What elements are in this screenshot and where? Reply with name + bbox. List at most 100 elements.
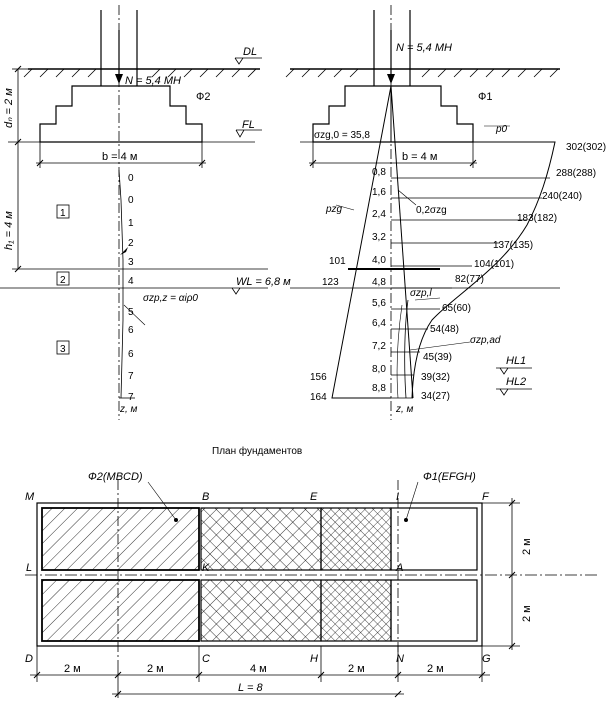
svg-text:0: 0: [128, 173, 134, 184]
svg-text:I: I: [396, 491, 399, 503]
svg-text:6: 6: [128, 325, 134, 336]
szp-epure: [390, 86, 556, 399]
f1-mid-bottom: [200, 579, 322, 642]
svg-text:1: 1: [128, 218, 134, 229]
svg-text:6: 6: [128, 349, 134, 360]
svg-text:104(101): 104(101): [474, 259, 514, 270]
svg-text:2,4: 2,4: [372, 209, 386, 220]
f2-bottom: [41, 579, 200, 642]
epure-left: [118, 169, 124, 399]
svg-text:N: N: [396, 653, 404, 665]
depth-values-right: 0,8 1,6 2,4 3,2 4,0 4,8 5,6 6,4 7,2 8,0 …: [372, 167, 386, 394]
svg-text:4: 4: [128, 276, 134, 287]
svg-text:2 м: 2 м: [427, 663, 444, 675]
svg-text:1,6: 1,6: [372, 187, 386, 198]
dl-label: DL: [243, 46, 257, 58]
svg-text:2 м: 2 м: [348, 663, 365, 675]
width-label-right: b = 4 м: [402, 151, 437, 163]
svg-text:5: 5: [128, 307, 134, 318]
svg-text:7: 7: [128, 371, 134, 382]
ground-hatch-left: [23, 68, 257, 78]
wl-label: WL = 6,8 м: [236, 276, 291, 288]
f2-top: [41, 507, 200, 571]
sigma-zg0-label: σzg,0 = 35,8: [314, 130, 370, 141]
pzg-label: pzg: [325, 204, 343, 215]
z-label-left: z, м: [119, 404, 138, 415]
f2-label: Ф2(MBCD): [88, 471, 143, 483]
svg-text:K: K: [202, 562, 210, 574]
f1-right-bottom: [390, 579, 478, 642]
right-section: [285, 5, 560, 420]
right-dim-bottom: 2 м: [521, 605, 533, 622]
column-left: [100, 10, 138, 86]
depth-ticks-left: 0 0 1 2 3 4 5 6 6 7 7: [128, 173, 134, 403]
sigma-zpl-label: σzp,l: [410, 288, 432, 299]
plan-title: План фундаментов: [212, 445, 302, 457]
layer-number-2: 2: [60, 275, 66, 286]
f1-overlap-bottom: [320, 579, 392, 642]
svg-text:7: 7: [128, 392, 134, 403]
plan-outline: [36, 502, 483, 647]
svg-text:34(27): 34(27): [421, 391, 450, 402]
svg-text:A: A: [395, 562, 403, 574]
svg-text:2 м: 2 м: [64, 663, 81, 675]
hl2-label: HL2: [506, 376, 526, 388]
f1-mid-top: [200, 507, 322, 571]
svg-text:82(77): 82(77): [455, 274, 484, 285]
layer-number-1: 1: [60, 208, 66, 219]
svg-text:E: E: [310, 491, 318, 503]
foundation-label-f1: Ф1: [478, 91, 492, 103]
svg-text:H: H: [310, 653, 318, 665]
svg-text:8,0: 8,0: [372, 364, 386, 375]
bottom-dims: 2 м 2 м 4 м 2 м 2 м: [64, 663, 444, 675]
svg-text:54(48): 54(48): [430, 324, 459, 335]
svg-text:65(60): 65(60): [442, 303, 471, 314]
hl1-label: HL1: [506, 355, 526, 367]
f1-overlap-top: [320, 507, 392, 571]
svg-text:45(39): 45(39): [423, 352, 452, 363]
svg-text:123: 123: [322, 277, 339, 288]
svg-text:240(240): 240(240): [542, 191, 582, 202]
length-label: L = 8: [238, 682, 263, 694]
f1-right-top: [390, 507, 478, 571]
layer-thickness-label: h₁ = 4 м: [3, 211, 15, 250]
stress-values-right: 302(302) 288(288) 240(240) 183(182) 137(…: [421, 142, 606, 402]
load-label-left: N = 5,4 МН: [125, 75, 181, 87]
depth-label: dₙ = 2 м: [3, 88, 15, 128]
svg-text:D: D: [25, 653, 33, 665]
frac-label: 0,2σzg: [416, 205, 447, 216]
foundation-label-f2: Ф2: [196, 91, 210, 103]
p0-label: p0: [495, 124, 508, 135]
svg-text:101: 101: [329, 256, 346, 267]
svg-text:288(288): 288(288): [556, 168, 596, 179]
svg-text:M: M: [25, 491, 35, 503]
svg-text:L: L: [26, 562, 32, 574]
svg-text:B: B: [202, 491, 209, 503]
sigma-label-left: σzp,z = αiρ0: [143, 293, 198, 304]
svg-text:F: F: [482, 491, 490, 503]
z-label-right: z, м: [395, 404, 414, 415]
svg-text:302(302): 302(302): [566, 142, 606, 153]
load-label-right: N = 5,4 МН: [396, 42, 452, 54]
svg-text:5,6: 5,6: [372, 298, 386, 309]
svg-text:4,0: 4,0: [372, 255, 386, 266]
svg-text:6,4: 6,4: [372, 318, 386, 329]
fl-label: FL: [242, 119, 255, 131]
right-dim-top: 2 м: [521, 538, 533, 555]
sigma-zpad-label: σzp,ad: [470, 335, 501, 346]
svg-text:C: C: [202, 653, 210, 665]
layer-number-3: 3: [60, 344, 66, 355]
zg-values-left: 101 123 156 164: [310, 256, 346, 403]
footing-right: [312, 85, 474, 143]
svg-text:183(182): 183(182): [517, 213, 557, 224]
svg-text:156: 156: [310, 372, 327, 383]
svg-text:0: 0: [128, 195, 134, 206]
footing-left: [39, 85, 203, 143]
foundation-plan: [25, 480, 600, 698]
svg-text:2: 2: [128, 238, 134, 249]
svg-text:G: G: [482, 653, 491, 665]
width-label-left: b = 4 м: [102, 151, 137, 163]
plan-letters: M B E I F L K A D C H N G: [25, 491, 491, 665]
svg-text:0,8: 0,8: [372, 167, 386, 178]
